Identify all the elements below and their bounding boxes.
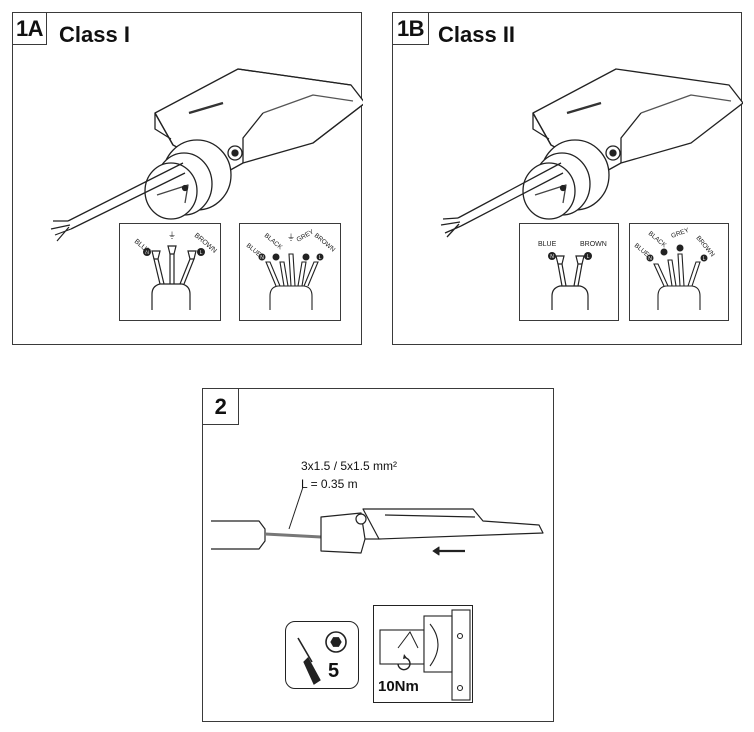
panel-title-1a: Class I: [59, 22, 130, 47]
wire-label-brown: BROWN: [580, 241, 607, 248]
two-wire-terminal-diagram: N L BLUE BROWN: [538, 241, 607, 310]
panel-1a-class-i: 1A Class I: [12, 12, 363, 345]
wire-label-blue: BLUE: [538, 241, 557, 248]
cable-insertion-illustration: [211, 486, 544, 556]
wire-label-brown: BROWN: [313, 232, 337, 254]
terminal-l-label: L: [200, 250, 203, 256]
wire-label-grey: GREY: [670, 227, 690, 240]
torque-detail-box: 10Nm: [373, 605, 473, 703]
four-wire-terminal-diagram: N L BLUE BLACK GREY BROWN ⏚: [245, 228, 337, 310]
wire-label-blue: BLUE: [133, 238, 152, 255]
terminal-n-label: N: [260, 255, 264, 261]
two-wire-terminal-diagram: N L BLUE BROWN ⏚: [133, 231, 218, 310]
terminal-clamp-detail: [379, 609, 471, 701]
step-tag-1a: 1A: [13, 13, 47, 45]
terminal-l-label: L: [703, 256, 706, 262]
wiring-inset-2-wire: N L BLUE BROWN: [519, 223, 619, 321]
screwdriver-icon: [297, 631, 347, 685]
tool-box: 5: [285, 621, 359, 689]
torque-label: 10Nm: [378, 678, 419, 695]
step-tag-2: 2: [203, 389, 239, 425]
cable-spec-label: 3x1.5 / 5x1.5 mm²: [301, 459, 398, 473]
step-tag-1b: 1B: [393, 13, 429, 45]
terminal-n-label: N: [648, 256, 652, 262]
luminaire-connector-illustration: [440, 68, 743, 238]
panel-title-1b: Class II: [438, 22, 516, 47]
luminaire-connector-illustration: [50, 68, 363, 242]
wire-label-black: BLACK: [263, 232, 284, 251]
earth-symbol: ⏚: [168, 231, 176, 240]
terminal-l-label: L: [587, 254, 590, 260]
panel-1b-class-ii: 1B Class II: [392, 12, 743, 345]
wiring-inset-2-wire: N L BLUE BROWN ⏚: [119, 223, 221, 321]
wiring-inset-4-wire: N L BLUE BLACK GREY BROWN: [629, 223, 729, 321]
terminal-l-label: L: [319, 255, 322, 261]
cable-length-label: L = 0.35 m: [301, 477, 358, 491]
panel-2-cable-insertion: 2 3x1.5 / 5x1.5 mm² L = 0.35 m: [202, 388, 554, 722]
wire-label-grey: GREY: [296, 228, 316, 244]
four-wire-terminal-diagram: N L BLUE BLACK GREY BROWN: [633, 227, 716, 310]
terminal-n-label: N: [145, 250, 149, 256]
wiring-inset-4-wire: N L BLUE BLACK GREY BROWN ⏚: [239, 223, 341, 321]
wire-label-black: BLACK: [647, 230, 668, 249]
tool-size-label: 5: [328, 660, 340, 682]
earth-symbol: ⏚: [287, 233, 295, 242]
terminal-n-label: N: [550, 254, 554, 260]
